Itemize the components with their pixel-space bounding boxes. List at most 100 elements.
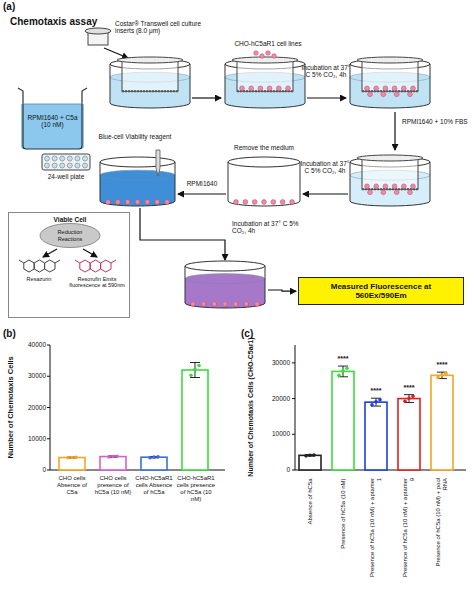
category-label: Presence of hC5a (10 nM) + aptamer 1 (369, 478, 383, 578)
well-plate (60, 163, 65, 168)
bar (332, 371, 354, 470)
step-arrow (178, 193, 226, 194)
drawing (212, 302, 217, 307)
drawing (381, 190, 386, 195)
drawing (100, 157, 175, 167)
tick-label: 40000 (18, 341, 46, 348)
well-plate (67, 163, 72, 168)
drawing (276, 86, 281, 91)
tick-label: 10000 (18, 435, 46, 442)
drawing (249, 86, 254, 91)
data-point (440, 373, 444, 377)
panel-letter: (a) (3, 1, 27, 13)
drawing (228, 162, 300, 206)
data-point (374, 400, 378, 404)
step-label: Incubation at 37° C 5% CO₂, 4h (301, 64, 351, 79)
drawing (394, 190, 399, 195)
drawing (383, 86, 388, 91)
cell (254, 51, 259, 56)
drawing (237, 90, 293, 92)
bar (365, 402, 387, 470)
well-plate (67, 156, 72, 161)
drawing (47, 470, 50, 471)
significance-mark: **** (361, 387, 391, 395)
drawing (232, 57, 298, 63)
bar-chart (47, 345, 225, 470)
drawing (290, 200, 295, 205)
drawing (244, 302, 249, 307)
well-plate (60, 156, 65, 161)
axis-title: Number of Chemotaxis Cells (CHO-C5ar1) (247, 337, 255, 477)
inset-panel: Viable CellReduction ReactionsResazurinR… (8, 212, 130, 318)
molecule (34, 260, 44, 272)
step-label: 24-well plate (22, 173, 110, 180)
drawing (185, 261, 265, 271)
step-arrow (268, 290, 296, 291)
tick-label: 10000 (262, 430, 290, 437)
step-label: Incubation at 37° C 5% CO₂, 4h (232, 220, 308, 235)
bar (100, 457, 126, 470)
category-label: Presence of hC5a (10 nM) + aptamer 9 (402, 478, 416, 578)
drawing (381, 92, 386, 97)
step-label: Blue-cell Viability reagent (95, 133, 175, 140)
node-text: Viable Cell (39, 216, 101, 223)
category-label: Absence of hC5a (307, 478, 314, 578)
drawing (368, 92, 373, 97)
data-point (152, 455, 156, 459)
error-bar (190, 362, 200, 363)
category-label: CHO cells Absence of C5a (52, 475, 92, 496)
cell-ellipse (39, 223, 101, 248)
drawing (365, 184, 370, 189)
well-plate (52, 163, 57, 168)
culture-well (225, 57, 305, 108)
data-point (337, 373, 341, 377)
category-label: CHO cells presence of hC5a (10 nM) (93, 475, 133, 496)
step-arrow (83, 249, 97, 257)
step-label: Remove the medium (222, 144, 306, 151)
data-point (115, 454, 119, 458)
well-plate (75, 156, 80, 161)
well-plate (75, 163, 80, 168)
drawing (135, 200, 140, 205)
drawing (243, 200, 248, 205)
well-plate (52, 156, 57, 161)
culture-well (185, 261, 265, 308)
drawing (365, 86, 370, 91)
drawing (374, 184, 379, 189)
drawing (23, 104, 82, 105)
drawing (185, 266, 265, 308)
drawing (47, 376, 50, 377)
drawing (252, 200, 257, 205)
node-text: Resazurin (11, 276, 67, 282)
drawing (122, 60, 178, 91)
step-arrow (307, 97, 346, 98)
molecule (111, 260, 116, 263)
drawing (401, 184, 406, 189)
drawing (106, 200, 111, 205)
category-label: Presence of hC5a (10 nM) (340, 478, 347, 578)
data-point (148, 456, 152, 460)
error-bar (338, 366, 348, 367)
well-plate (45, 163, 50, 168)
step-label: RPMI1640 + 10% FBS (402, 118, 470, 125)
bar (398, 399, 420, 470)
well-plate (45, 156, 50, 161)
molecule (90, 260, 100, 272)
data-point (370, 403, 374, 407)
drawing (185, 274, 265, 284)
drawing (292, 398, 295, 399)
data-point (436, 376, 440, 380)
molecule (101, 260, 111, 272)
molecule (19, 260, 24, 263)
drawing (408, 190, 413, 195)
drawing (357, 155, 423, 161)
drawing (267, 86, 272, 91)
data-point (308, 453, 312, 457)
molecule (80, 260, 90, 272)
step-arrow (140, 208, 225, 260)
cell (260, 54, 265, 59)
drawing (191, 302, 196, 307)
drawing (100, 162, 175, 206)
drawing (408, 92, 413, 97)
culture-well (350, 57, 430, 108)
